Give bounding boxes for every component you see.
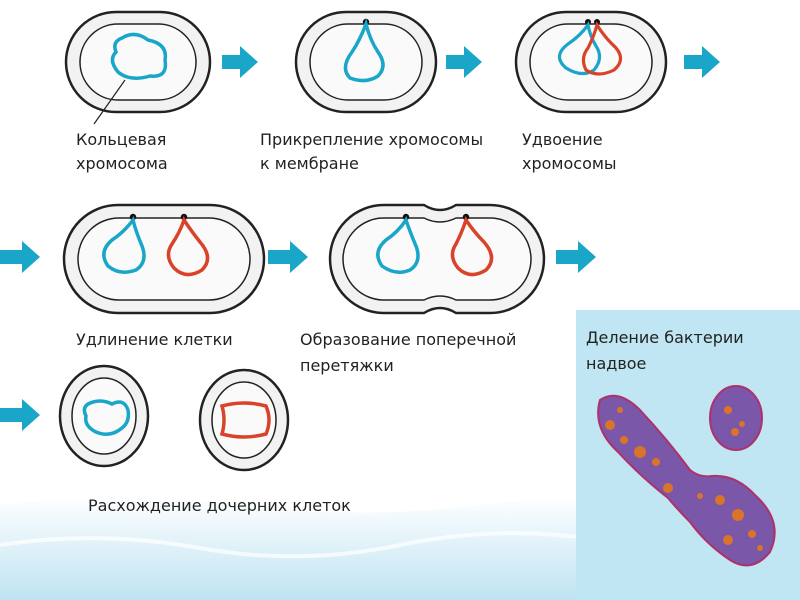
arrow-icon xyxy=(268,241,308,273)
label-attachment-1: Прикрепление хромосомы xyxy=(260,130,484,149)
stage-doubling-cell xyxy=(514,10,668,114)
label-elongation: Удлинение клетки xyxy=(76,330,233,349)
chromosome-red xyxy=(450,216,494,277)
label-constriction-2: перетяжки xyxy=(300,356,394,375)
chromosome-red xyxy=(166,216,210,277)
arrow-icon xyxy=(684,46,720,78)
chromosome-attached xyxy=(343,18,385,83)
label-doubling-1: Удвоение xyxy=(522,130,603,149)
label-separation: Расхождение дочерних клеток xyxy=(88,496,351,515)
arrow-icon xyxy=(0,241,40,273)
stage-attachment-cell xyxy=(294,10,438,114)
chromatin-spots xyxy=(605,406,763,551)
attachment-point xyxy=(594,19,600,25)
chromosome-copy-red xyxy=(581,21,623,76)
pointer-line xyxy=(93,79,126,125)
photo-caption-1: Деление бактерии xyxy=(586,328,744,347)
chromosome-red xyxy=(219,401,271,439)
label-attachment-2: к мембране xyxy=(260,154,359,173)
arrow-icon xyxy=(556,241,596,273)
label-constriction-1: Образование поперечной xyxy=(300,330,517,349)
label-ring-chromosome-1: Кольцевая xyxy=(76,130,167,149)
chromosome-ring xyxy=(110,32,168,80)
chromosome-blue xyxy=(376,216,420,274)
arrow-icon xyxy=(0,399,40,431)
bottom-wave-line xyxy=(0,531,601,559)
round-bacterium xyxy=(709,385,763,451)
label-ring-chromosome-2: хромосома xyxy=(76,154,168,173)
stage-ring-chromosome-cell xyxy=(64,10,212,125)
attachment-point xyxy=(585,19,591,25)
chromosome-copy-blue xyxy=(557,21,602,76)
stage-elongation-cell xyxy=(62,203,266,315)
daughter-cell-right xyxy=(198,368,290,472)
label-doubling-2: хромосомы xyxy=(522,154,617,173)
micrograph-panel xyxy=(576,310,800,600)
attachment-point xyxy=(129,213,137,221)
photo-caption-2: надвое xyxy=(586,354,647,373)
stage-constriction-cell xyxy=(328,203,546,315)
chromosome-blue xyxy=(82,399,131,436)
arrow-icon xyxy=(222,46,258,78)
arrow-icon xyxy=(446,46,482,78)
daughter-cell-left xyxy=(58,364,150,468)
chromosome-blue xyxy=(102,216,146,274)
dividing-bacterium xyxy=(597,394,776,567)
